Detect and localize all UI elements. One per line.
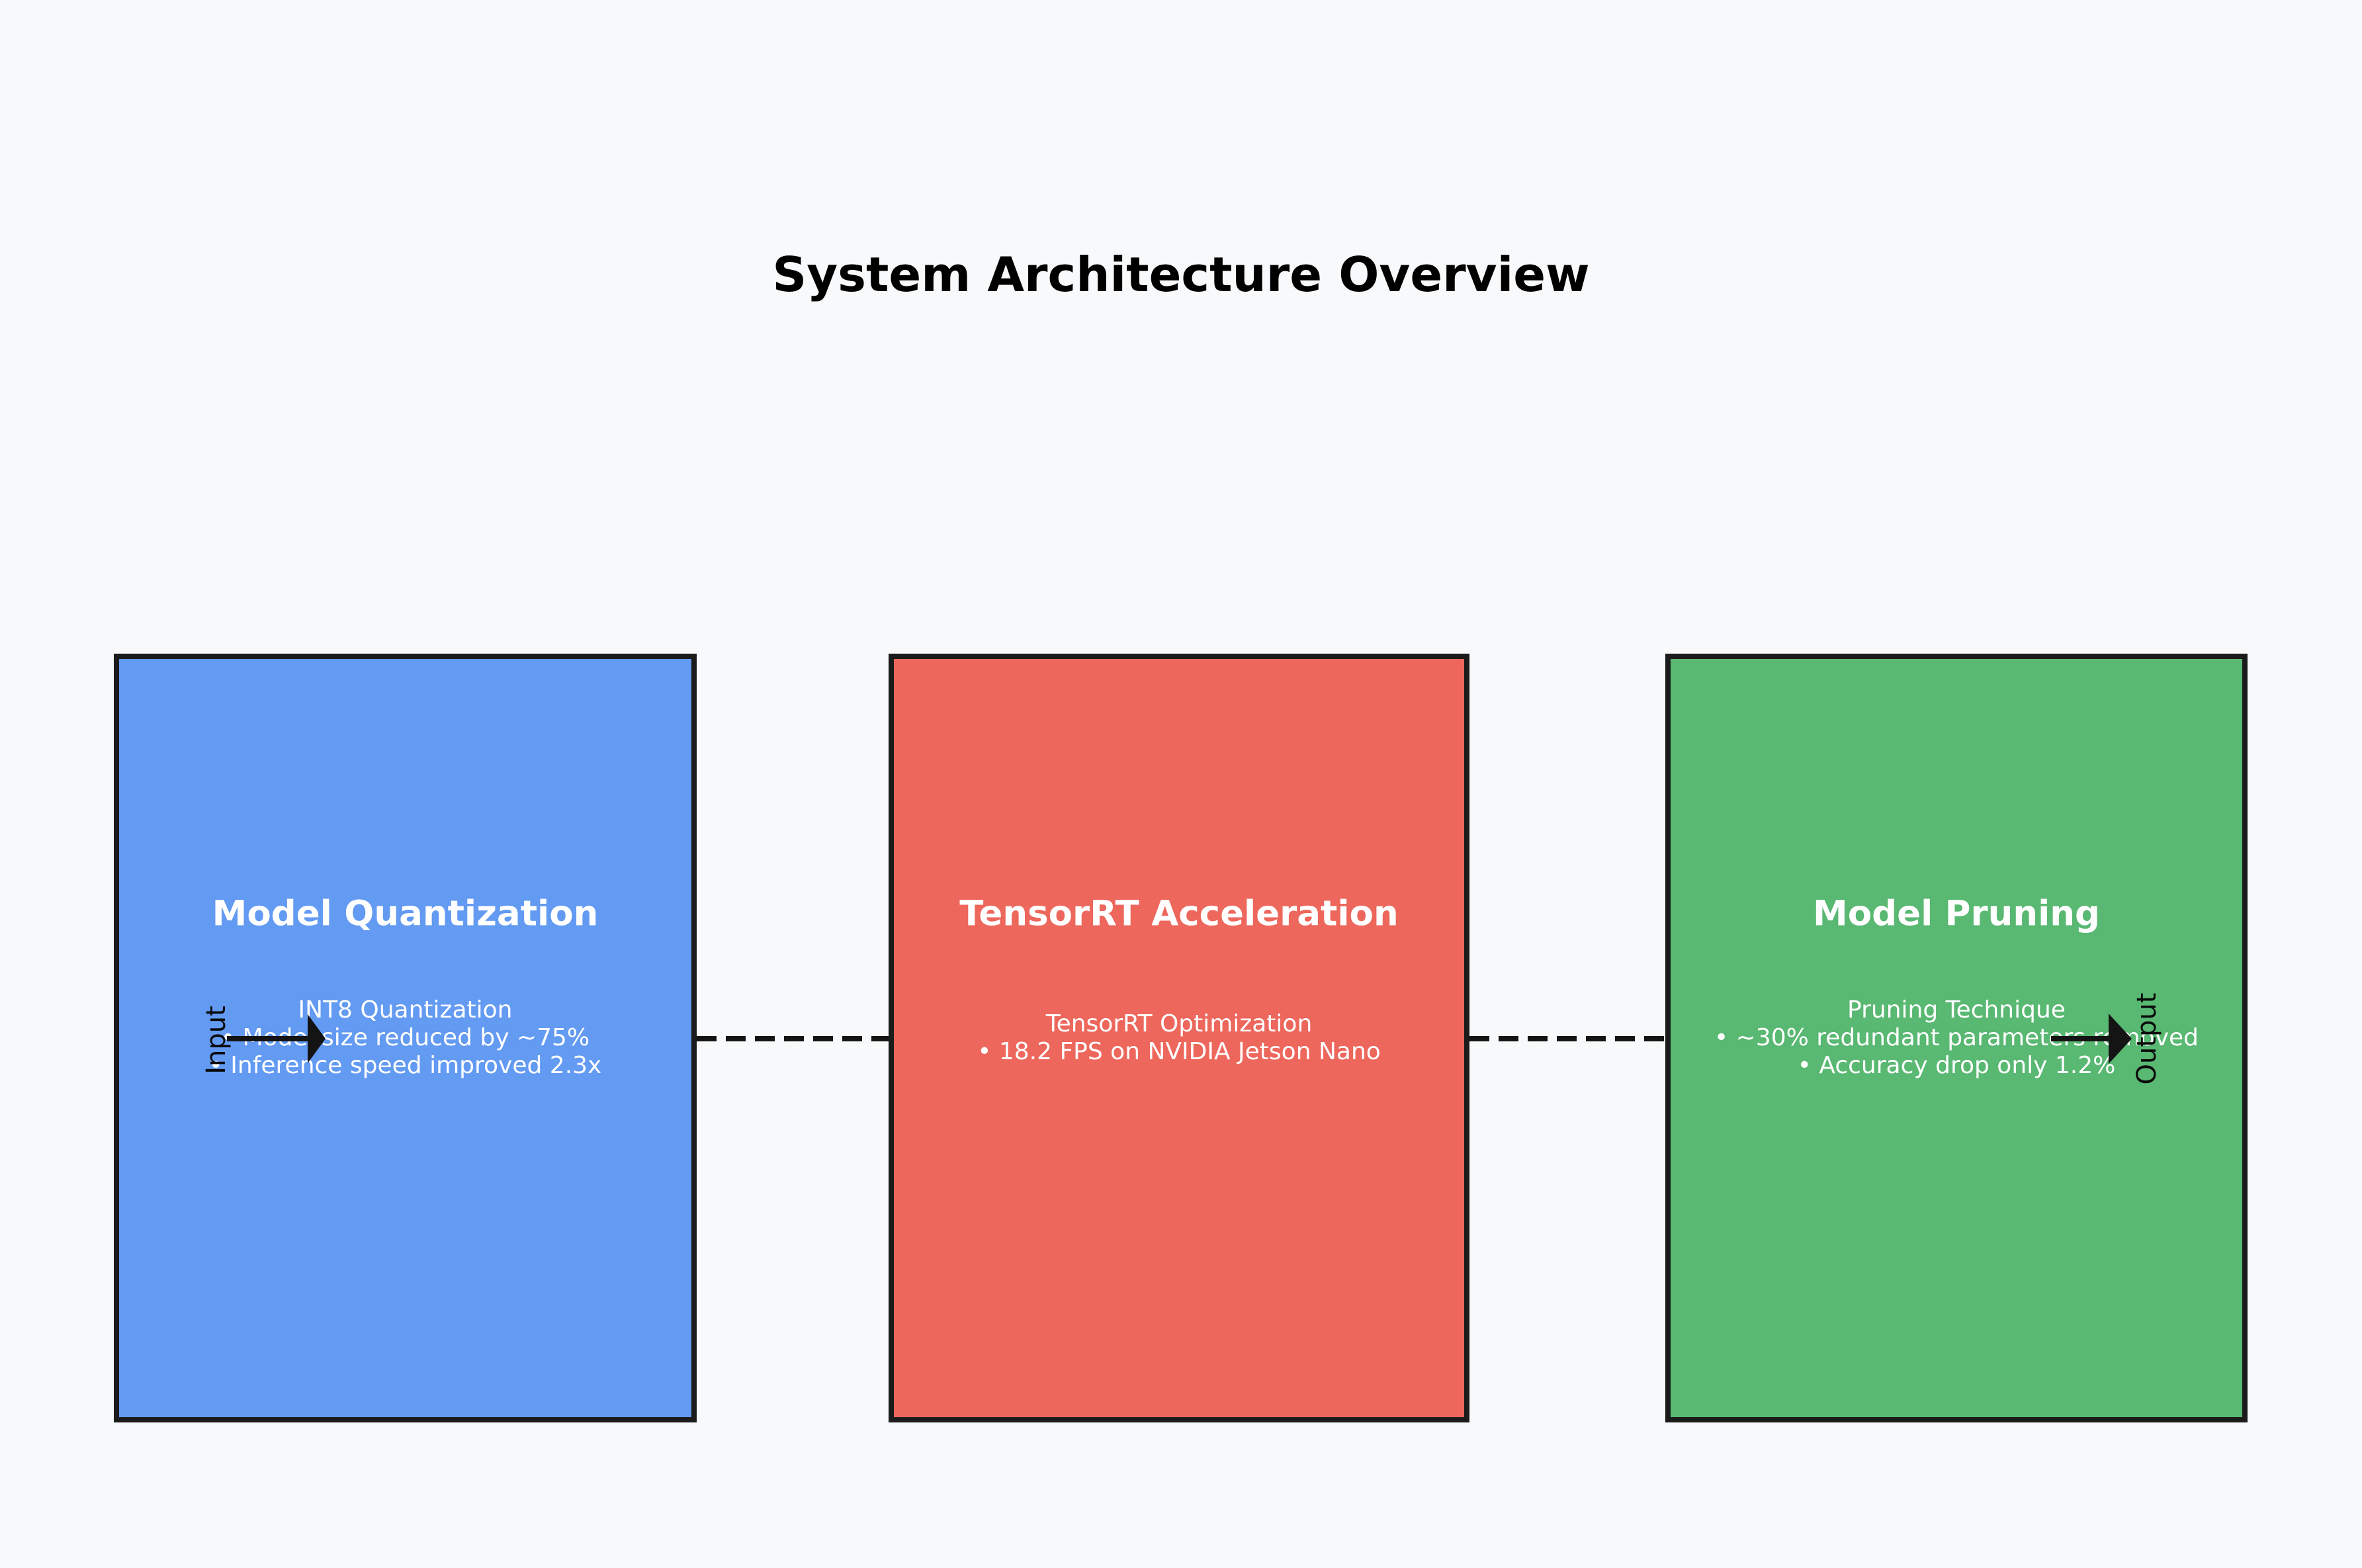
box-tensorrt-acceleration: TensorRT Acceleration TensorRT Optimizat… (889, 654, 1469, 1422)
box-body-line: • Accuracy drop only 1.2% (1797, 1052, 2116, 1079)
output-arrow-head-icon (2109, 1014, 2132, 1064)
input-arrow-head-icon (308, 1014, 326, 1063)
page-title: System Architecture Overview (772, 247, 1590, 302)
box-model-quantization: Model Quantization INT8 Quantization • M… (114, 654, 697, 1422)
dashed-connector-tensorrt-pruning (1469, 1036, 1665, 1041)
box-title: Model Quantization (212, 893, 599, 934)
output-arrow-tail (2051, 1036, 2109, 1041)
box-body: INT8 Quantization • Model size reduced b… (119, 996, 691, 1080)
box-body-line: INT8 Quantization (298, 996, 513, 1024)
box-title: Model Pruning (1813, 893, 2100, 934)
output-label: Output (2132, 992, 2162, 1085)
box-body-line: • 18.2 FPS on NVIDIA Jetson Nano (977, 1038, 1381, 1065)
box-body: TensorRT Optimization • 18.2 FPS on NVID… (894, 1010, 1464, 1066)
box-body-line: Pruning Technique (1847, 996, 2066, 1024)
input-label: Input (201, 1006, 232, 1074)
box-title: TensorRT Acceleration (959, 893, 1399, 934)
box-body-line: • Inference speed improved 2.3x (208, 1052, 602, 1079)
box-body-line: TensorRT Optimization (1045, 1010, 1313, 1037)
input-arrow-tail (227, 1036, 309, 1041)
dashed-connector-quantization-tensorrt (697, 1036, 889, 1041)
